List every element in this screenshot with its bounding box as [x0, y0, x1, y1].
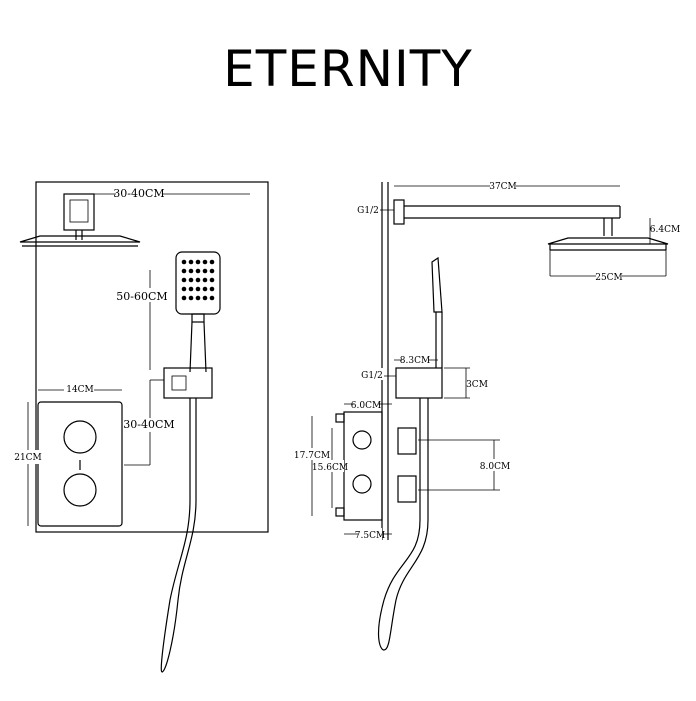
nozzle-dot [188, 268, 194, 274]
nozzle-dot [188, 259, 194, 265]
knob-side-top [397, 427, 417, 455]
nozzle-dot [181, 286, 187, 292]
nozzle-dot [195, 268, 201, 274]
dim-g12-bar-label: G1/2 [361, 371, 383, 381]
nozzle-dot [202, 268, 208, 274]
arm-flange [393, 199, 405, 225]
dim-60-label: 6.0CM [351, 401, 381, 411]
hand-shower-side [431, 256, 443, 313]
nozzle-dot [202, 259, 208, 265]
valve-box [343, 411, 383, 521]
wall-outline [35, 181, 269, 533]
slide-bar-fitting [395, 367, 443, 399]
nozzle-dot [195, 286, 201, 292]
dim-top-label: 30-40CM [113, 187, 164, 200]
nozzle-dot [209, 268, 215, 274]
knob-side-bottom [397, 475, 417, 503]
ceiling-arm-mount [63, 193, 95, 231]
nozzle-dot [195, 277, 201, 283]
nozzle-dot [209, 295, 215, 301]
wall-bracket [163, 367, 213, 399]
nozzle-dot [202, 295, 208, 301]
nozzle-grid [181, 259, 215, 301]
left-front-view: 30-40CM 50-60CM 30-40CM [14, 181, 269, 673]
nozzle-dot [188, 286, 194, 292]
right-side-view: 37CM G1/2 6.4CM 25CM [294, 180, 680, 651]
nozzle-dot [181, 295, 187, 301]
dim-width-label: 14CM [66, 385, 94, 395]
nozzle-dot [181, 259, 187, 265]
dim-drop-label: 6.4CM [650, 225, 680, 235]
dim-g12-top-label: G1/2 [357, 206, 379, 216]
dim-mid-label: 50-60CM [116, 290, 167, 303]
nozzle-dot [181, 277, 187, 283]
nozzle-dot [188, 277, 194, 283]
dim-177-label: 17.7CM [294, 451, 330, 461]
hose-right [377, 398, 429, 651]
nozzle-dot [209, 277, 215, 283]
top-knob [63, 420, 97, 454]
dim-3-label: 3CM [466, 380, 488, 390]
dim-low-label: 30-40CM [123, 418, 174, 431]
dim-head-label: 25CM [595, 273, 623, 283]
dim-156-label: 15.6CM [312, 463, 348, 473]
nozzle-dot [195, 259, 201, 265]
rain-head-right [547, 237, 669, 245]
nozzle-dot [209, 259, 215, 265]
dim-80-label: 8.0CM [480, 462, 510, 472]
rain-head-side [19, 235, 141, 243]
nozzle-dot [209, 286, 215, 292]
bottom-knob [63, 473, 97, 507]
nozzle-dot [188, 295, 194, 301]
dim-83-label: 8.3CM [400, 356, 430, 366]
nozzle-dot [181, 268, 187, 274]
product-title: ETERNITY [223, 40, 473, 98]
dim-75-label: 7.5CM [355, 531, 385, 541]
dim-arm-label: 37CM [489, 182, 517, 192]
nozzle-dot [202, 277, 208, 283]
shower-hose [160, 398, 197, 673]
dim-height-label: 21CM [14, 453, 42, 463]
nozzle-dot [195, 295, 201, 301]
nozzle-dot [202, 286, 208, 292]
